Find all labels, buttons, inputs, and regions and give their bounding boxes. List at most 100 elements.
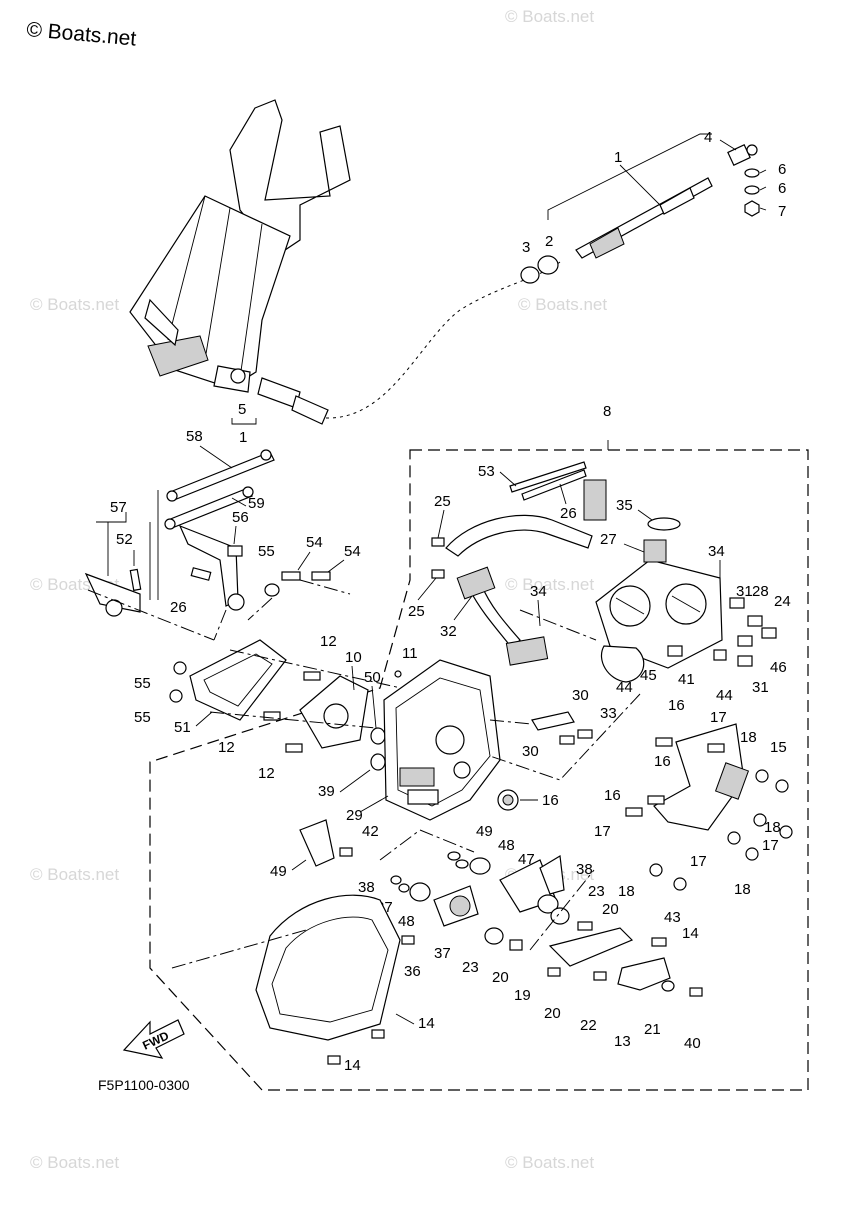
- callout-label: 44: [716, 687, 733, 704]
- callout-label: 20: [544, 1005, 561, 1022]
- callout-label: 56: [232, 509, 249, 526]
- callout-label: 48: [398, 913, 415, 930]
- watermark: © Boats.net: [30, 865, 119, 884]
- callout-label: 53: [478, 463, 495, 480]
- callout-label: 17: [690, 853, 707, 870]
- callout-label: 50: [364, 669, 381, 686]
- gasket-parts: 55 55 51 10 12 12 12: [134, 633, 411, 782]
- shift-linkage: 14 19 20 22 21 40 13: [514, 869, 703, 1052]
- callout-label: 32: [440, 623, 457, 640]
- bracket-assembly: 16 17 18 15 16 16 17 18 17 17 18 18 43: [594, 697, 793, 926]
- callout-label: 26: [560, 505, 577, 522]
- fwd-arrow: FWD: [122, 1019, 185, 1059]
- callout-label: 37: [434, 945, 451, 962]
- callout-label: 17: [710, 709, 727, 726]
- callout-label: 48: [498, 837, 515, 854]
- callout-label: 1: [239, 429, 247, 446]
- callout-label: 59: [248, 495, 265, 512]
- callout-label: 47: [518, 851, 535, 868]
- callout-label: 16: [654, 753, 671, 770]
- callout-label: 8: [603, 403, 611, 420]
- callout-label: 12: [258, 765, 275, 782]
- callout-label: 7: [778, 203, 786, 220]
- callout-label: 34: [530, 583, 547, 600]
- callout-label: 57: [110, 499, 127, 516]
- callout-label: 6: [778, 180, 786, 197]
- callout-label: 31: [736, 583, 753, 600]
- callout-label: 17: [594, 823, 611, 840]
- callout-label: 25: [408, 603, 425, 620]
- callout-label: 54: [306, 534, 323, 551]
- callout-label: 55: [134, 709, 151, 726]
- callout-label: 29: [346, 807, 363, 824]
- seal: [370, 727, 386, 745]
- callout-label: 4: [704, 129, 712, 146]
- watermark: © Boats.net: [505, 1153, 594, 1172]
- callout-label: 10: [345, 649, 362, 666]
- cable-tie: [521, 469, 587, 501]
- watermark: © Boats.net: [505, 7, 594, 26]
- callout-label: 22: [580, 1017, 597, 1034]
- wire-harness: 25 25 32: [408, 493, 593, 666]
- callout-label: 39: [318, 783, 335, 800]
- callout-label: 6: [778, 161, 786, 178]
- pin: [394, 670, 402, 678]
- callout-label: 30: [522, 743, 539, 760]
- o-ring: [647, 517, 681, 531]
- callout-label: 55: [258, 543, 275, 560]
- callout-label: 24: [774, 593, 791, 610]
- callout-label: 12: [218, 739, 235, 756]
- brand-watermark: © Boats.net: [26, 18, 138, 51]
- callout-label: 54: [344, 543, 361, 560]
- callout-label: 23: [462, 959, 479, 976]
- callout-label: 17: [762, 837, 779, 854]
- callout-label: 14: [418, 1015, 435, 1032]
- callout-label: 49: [476, 823, 493, 840]
- cable-assembly: 1 2 3 4 6 6 7: [520, 129, 786, 284]
- callout-label: 42: [362, 823, 379, 840]
- callout-label: 23: [588, 883, 605, 900]
- connector: [583, 479, 607, 521]
- watermark: © Boats.net: [518, 295, 607, 314]
- callout-label: 15: [770, 739, 787, 756]
- callout-label: 38: [576, 861, 593, 878]
- callout-label: 55: [134, 675, 151, 692]
- main-housing: 29: [346, 659, 501, 824]
- callout-label: 33: [600, 705, 617, 722]
- callout-label: 18: [764, 819, 781, 836]
- callout-label: 31: [752, 679, 769, 696]
- callout-label: 51: [174, 719, 191, 736]
- gear-train: 49 48 47 38 38 37 48 23 20 36 37 23 20: [358, 823, 619, 986]
- callout-label: 16: [542, 792, 559, 809]
- callout-label: 16: [668, 697, 685, 714]
- cable-tie: [509, 461, 587, 493]
- callout-label: 20: [602, 901, 619, 918]
- callout-label: 49: [270, 863, 287, 880]
- callout-label: 1: [614, 149, 622, 166]
- callout-label: 26: [170, 599, 187, 616]
- callout-label: 40: [684, 1035, 701, 1052]
- callout-label: 46: [770, 659, 787, 676]
- callout-label: 18: [734, 881, 751, 898]
- watermark: © Boats.net: [505, 575, 594, 594]
- callout-label: 18: [740, 729, 757, 746]
- callout-label: 28: [752, 583, 769, 600]
- callout-label: 14: [344, 1057, 361, 1074]
- cover-13: 14 14: [171, 894, 435, 1074]
- callout-label: 2: [545, 233, 553, 250]
- callout-label: 13: [614, 1033, 631, 1050]
- assembly-boundary: [149, 449, 809, 1091]
- lever: [531, 711, 575, 731]
- watermark: © Boats.net: [30, 295, 119, 314]
- actuator-assembly: 34 34 31 28 24 44 45 41 44 31 46: [489, 539, 791, 781]
- callout-label: 36: [404, 963, 421, 980]
- callout-label: 58: [186, 428, 203, 445]
- linkage-parts: 58 59 57 52 56 26 55 54 54: [84, 428, 361, 641]
- callout-label: 21: [644, 1021, 661, 1038]
- callout-label: 35: [616, 497, 633, 514]
- callout-label: 43: [664, 909, 681, 926]
- steering-column-illustration: 5 1: [129, 99, 351, 446]
- callout-label: 52: [116, 531, 133, 548]
